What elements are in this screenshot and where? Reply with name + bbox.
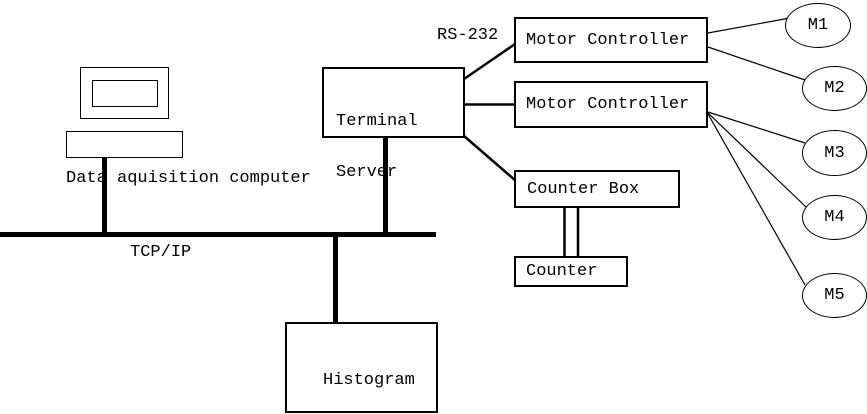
terminal-server-to-motor-controller-top [463,42,516,81]
terminal-server-label-line1: Terminal [336,112,418,131]
motor-node-m1: M1 [785,3,851,48]
motor-controller-bottom-to-m3 [707,111,806,144]
counter-label: Counter [526,262,598,281]
terminal-server-to-counter-box [463,135,517,182]
keyboard-outline [66,131,183,158]
counter-box-label: Counter Box [527,179,640,199]
counter-node: Counter [514,256,628,287]
motor-m1-label: M1 [807,16,829,35]
histogram-memory-label-line1: Histogram [323,371,415,390]
terminal-server-node: Terminal Server [322,67,465,181]
motor-controller-bottom-label: Motor Controller [526,95,690,114]
motor-node-m4: M4 [802,195,867,240]
terminal-server-label-line2: Server [336,163,398,182]
motor-controller-top-to-m2 [707,46,806,81]
motor-controller-top-label: Motor Controller [526,30,690,50]
motor-m2-label: M2 [824,79,845,98]
motor-controller-top-to-m1 [707,17,791,34]
counter-box-node: Counter Box [514,170,680,208]
motor-m4-label: M4 [824,208,845,227]
motor-controller-bottom-node: Motor Controller [514,81,708,128]
motor-m3-label: M3 [824,143,845,163]
motor-m5-label: M5 [824,286,845,305]
motor-node-m5: M5 [802,273,867,318]
motor-node-m3: M3 [802,130,867,176]
histogram-memory-node: Histogram Memory [285,322,438,413]
motor-controller-bottom-to-m4 [707,112,807,208]
rs232-label: RS-232 [437,26,499,45]
motor-node-m2: M2 [802,66,867,111]
computer-caption: Data aquisition computer [66,169,311,188]
motor-controller-top-node: Motor Controller [514,17,708,63]
monitor-screen [92,80,158,107]
tcpip-label: TCP/IP [130,243,192,262]
motor-controller-bottom-to-m5 [707,113,806,286]
